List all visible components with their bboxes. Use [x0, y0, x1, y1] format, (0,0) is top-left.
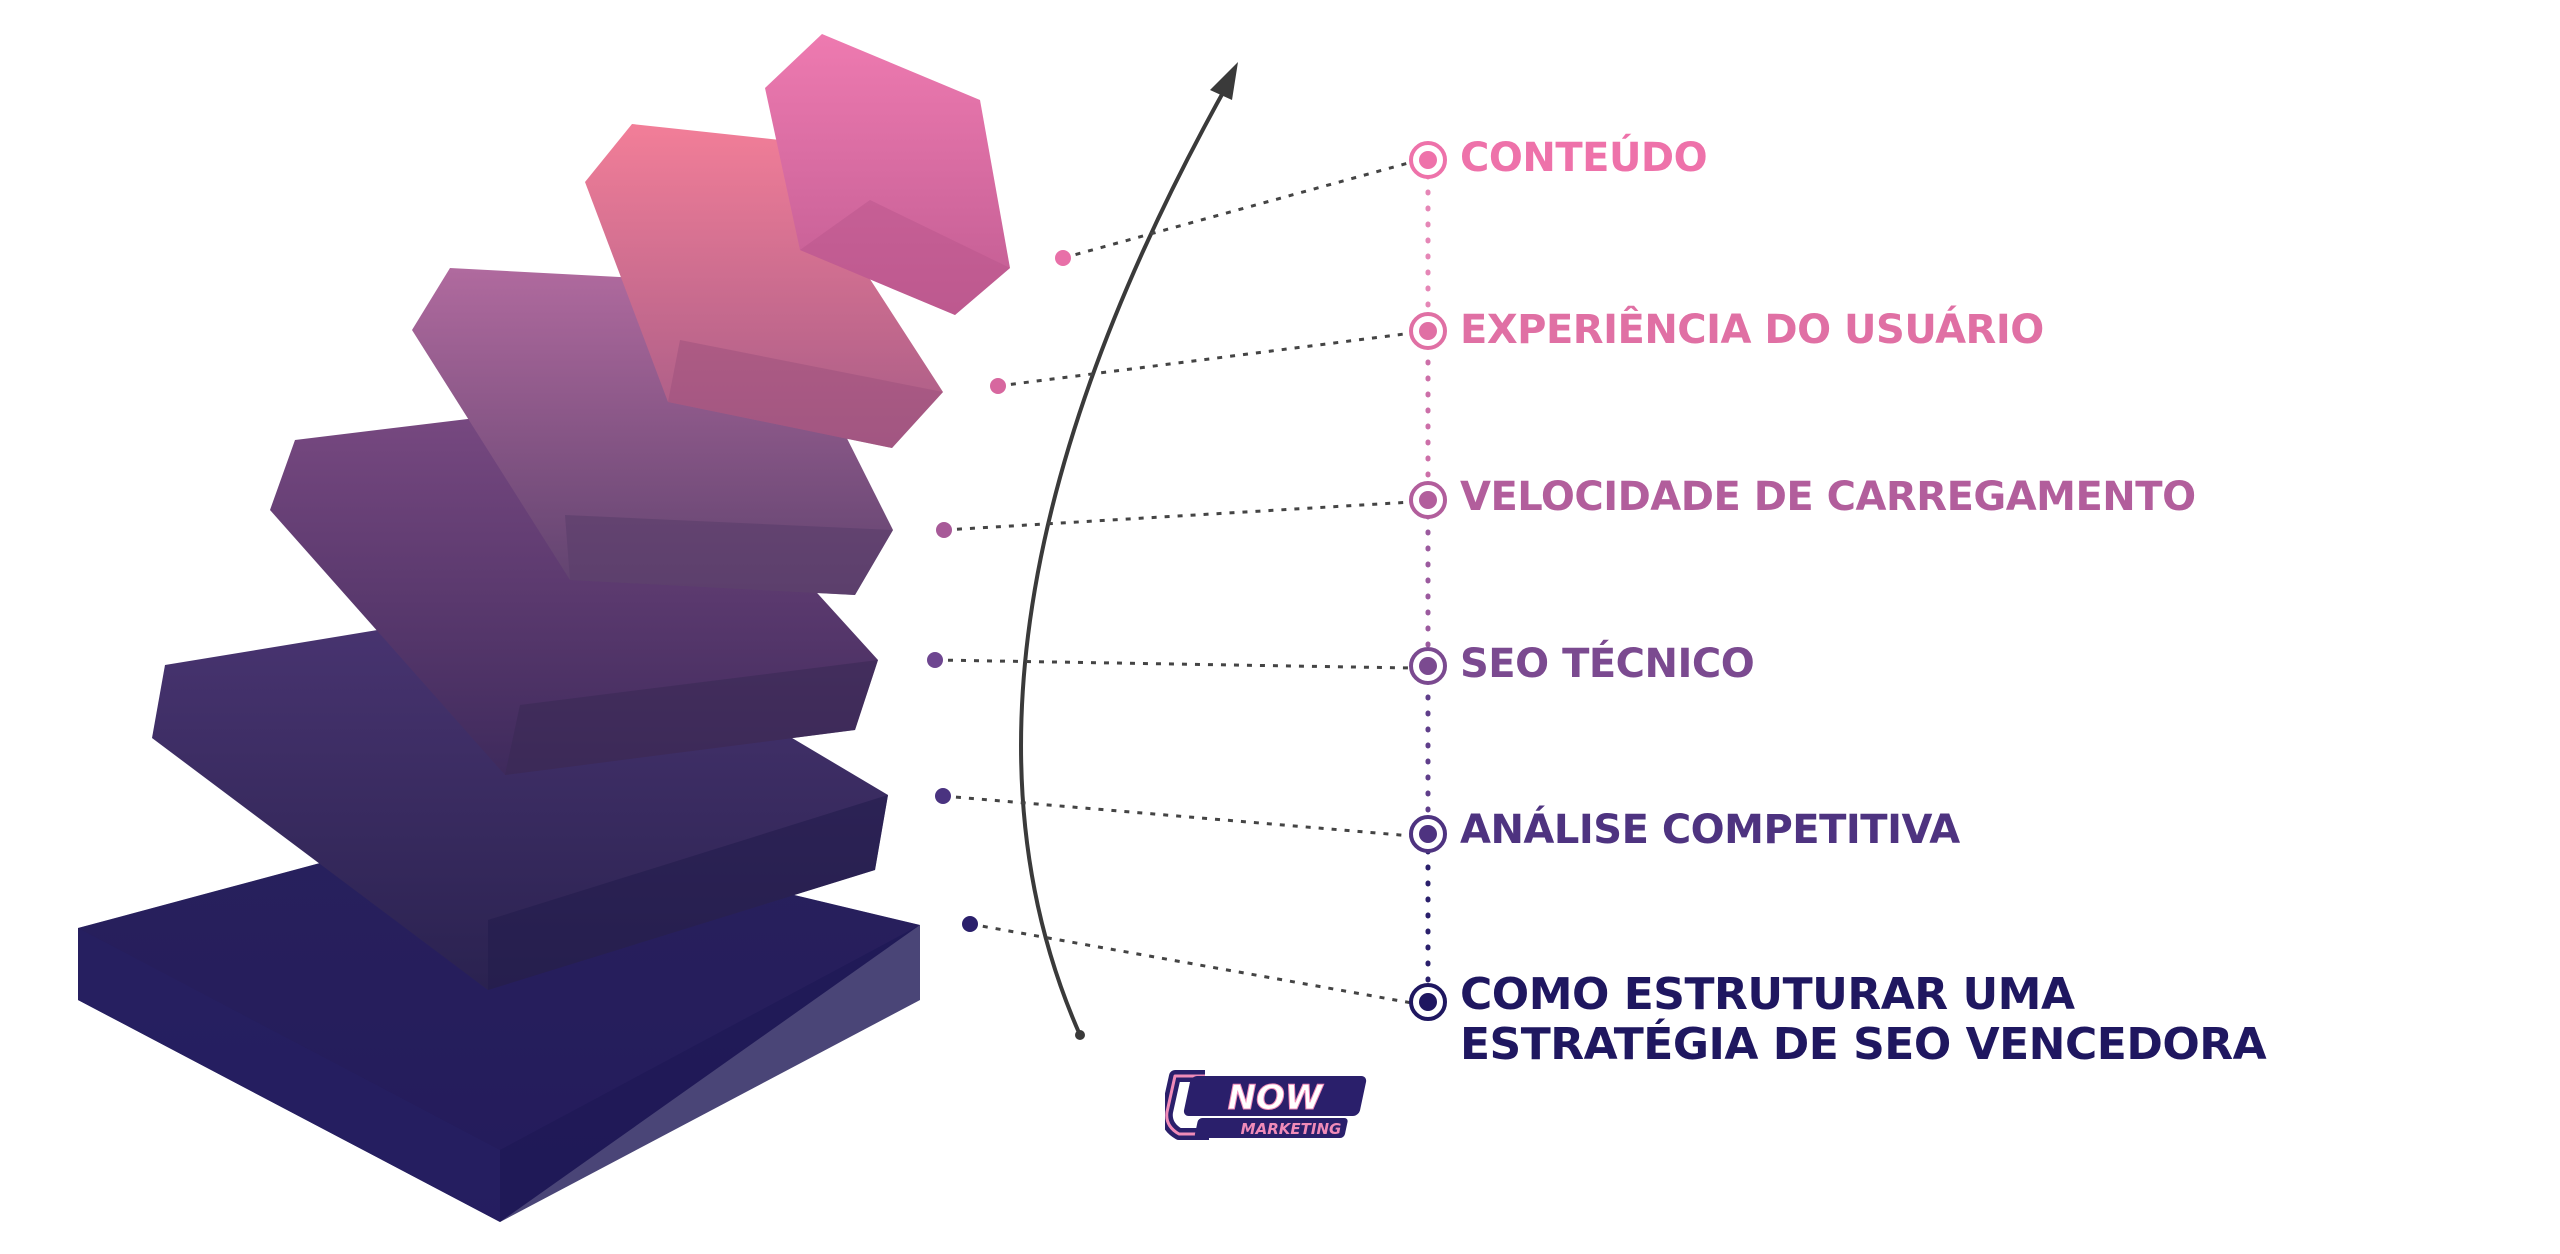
main-step-line-1: COMO ESTRUTURAR UMA	[1460, 969, 2075, 1020]
logo-text-sub: MARKETING	[1241, 1120, 1342, 1138]
step-label-analise-competitiva: ANÁLISE COMPETITIVA	[1460, 807, 1960, 853]
connector-4	[935, 788, 1413, 838]
growth-arrow	[1019, 62, 1238, 1040]
spine-nodes	[1409, 141, 1447, 1021]
connector-5	[962, 916, 1413, 1005]
connector-2	[936, 500, 1413, 538]
node-1	[1409, 312, 1447, 350]
connector-1	[990, 331, 1413, 394]
node-3	[1409, 647, 1447, 685]
step-label-seo-tecnico: SEO TÉCNICO	[1460, 641, 1755, 687]
logo-text-main: NOW	[1228, 1078, 1324, 1118]
step-label-experiencia-do-usuario: EXPERIÊNCIA DO USUÁRIO	[1460, 307, 2044, 353]
step-label-conteudo: CONTEÚDO	[1460, 135, 1708, 181]
step-label-velocidade-de-carregamento: VELOCIDADE DE CARREGAMENTO	[1460, 474, 2196, 520]
main-step-line-2: ESTRATÉGIA DE SEO VENCEDORA	[1460, 1019, 2267, 1070]
slab-stack	[78, 34, 1010, 1222]
node-2	[1409, 481, 1447, 519]
connector-0	[1055, 160, 1413, 266]
connectors	[927, 160, 1413, 1005]
node-0	[1409, 141, 1447, 179]
node-5	[1409, 983, 1447, 1021]
slab-1	[585, 124, 943, 448]
connector-3	[927, 652, 1413, 670]
cnow-marketing-logo: NOW MARKETING	[1165, 1070, 1367, 1140]
slab-3	[270, 398, 878, 775]
node-4	[1409, 815, 1447, 853]
main-step-label: COMO ESTRUTURAR UMA ESTRATÉGIA DE SEO VE…	[1460, 969, 2267, 1070]
slab-0	[765, 34, 1010, 315]
